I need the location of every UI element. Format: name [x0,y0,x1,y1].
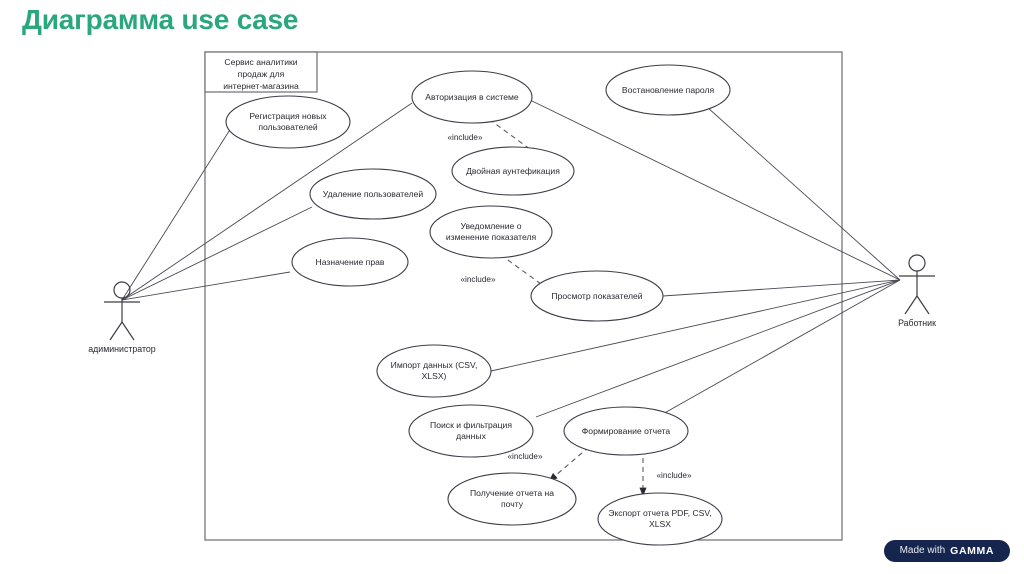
use-case-password-recovery[interactable]: Востановление пароля [605,64,731,116]
use-case-delete-users-label: Удаление пользователей [323,189,424,199]
actor-administrator[interactable]: адиминистратор [88,281,156,354]
actor-worker-label: Работник [898,318,936,328]
use-case-metric-change-notification[interactable]: Уведомление о изменение показателя [429,205,553,259]
association-admin-assign-rights [121,271,291,301]
use-case-import-data[interactable]: Импорт данных (CSV, XLSX) [376,344,492,398]
use-case-search-filter-label-line1: Поиск и фильтрация [430,420,512,430]
association-admin-registration [121,116,239,301]
association-worker-search-filter [535,279,901,418]
made-with-text: Made with [899,544,946,556]
include-label-report-to-export: «include» [656,471,691,480]
use-case-two-factor-auth-label: Двойная аунтефикация [466,166,560,176]
use-case-registration[interactable]: Регистрация новых пользователей [225,95,351,149]
use-case-report-to-email-label-line2: почту [501,499,524,509]
include-arrow-report-to-email [548,446,590,482]
association-worker-authorization [529,99,901,281]
made-with-gamma-badge[interactable]: Made with GAMMA [883,539,1010,562]
system-boundary-title-box [204,51,318,93]
association-admin-delete-users [121,206,313,301]
use-case-search-filter-label-line2: данных [456,431,486,441]
actor-administrator-label: адиминистратор [88,344,156,354]
use-case-import-data-label-line1: Импорт данных (CSV, [391,360,478,370]
association-group-admin [121,102,413,301]
use-case-export-report-label-line1: Экспорт отчета PDF, CSV, [608,508,711,518]
use-case-registration-label-line2: пользователей [258,122,318,132]
include-label-metrics-to-notify: «include» [460,275,495,284]
use-case-search-filter[interactable]: Поиск и фильтрация данных [408,404,534,458]
use-case-two-factor-auth[interactable]: Двойная аунтефикация [451,146,575,196]
include-label-report-to-email: «include» [507,452,542,461]
actor-worker[interactable]: Работник [898,254,936,328]
use-case-authorization-label: Авторизация в системе [425,92,519,102]
association-worker-view-metrics [662,279,901,297]
page-title: Диаграмма use case [22,4,299,35]
use-case-view-metrics[interactable]: Просмотр показателей [530,270,664,322]
use-case-export-report[interactable]: Экспорт отчета PDF, CSV, XLSX [597,492,723,546]
use-case-registration-label-line1: Регистрация новых [249,111,327,121]
use-case-generate-report-label: Формирование отчета [582,426,671,436]
use-case-password-recovery-label: Востановление пароля [622,85,715,95]
use-case-authorization[interactable]: Авторизация в системе [411,70,533,124]
include-label-auth-to-2fa: «include» [447,133,482,142]
association-worker-password-recovery [706,106,901,281]
use-case-metric-change-notification-label-line1: Уведомление о [460,221,521,231]
association-admin-authorization [121,102,413,301]
use-case-export-report-label-line2: XLSX [649,519,671,529]
use-case-generate-report[interactable]: Формирование отчета [563,406,689,456]
system-boundary-label-line1: Сервис аналитики [224,57,297,67]
use-case-metric-change-notification-label-line2: изменение показателя [446,232,537,242]
use-case-delete-users[interactable]: Удаление пользователей [309,168,437,220]
system-boundary [204,51,843,541]
use-case-report-to-email[interactable]: Получение отчета на почту [447,472,577,526]
system-boundary-label-line3: интернет-магазина [223,81,299,91]
association-group-worker [490,99,901,418]
system-boundary-label-line2: продаж для [238,69,285,79]
use-case-assign-rights-label: Назначение прав [316,257,385,267]
association-worker-import-data [490,279,901,372]
use-case-report-to-email-label-line1: Получение отчета на [470,488,554,498]
gamma-brand-text: GAMMA [950,544,994,557]
use-case-view-metrics-label: Просмотр показателей [551,291,642,301]
association-worker-generate-report [660,279,901,416]
use-case-import-data-label-line2: XLSX) [422,371,447,381]
use-case-assign-rights[interactable]: Назначение прав [291,237,409,287]
